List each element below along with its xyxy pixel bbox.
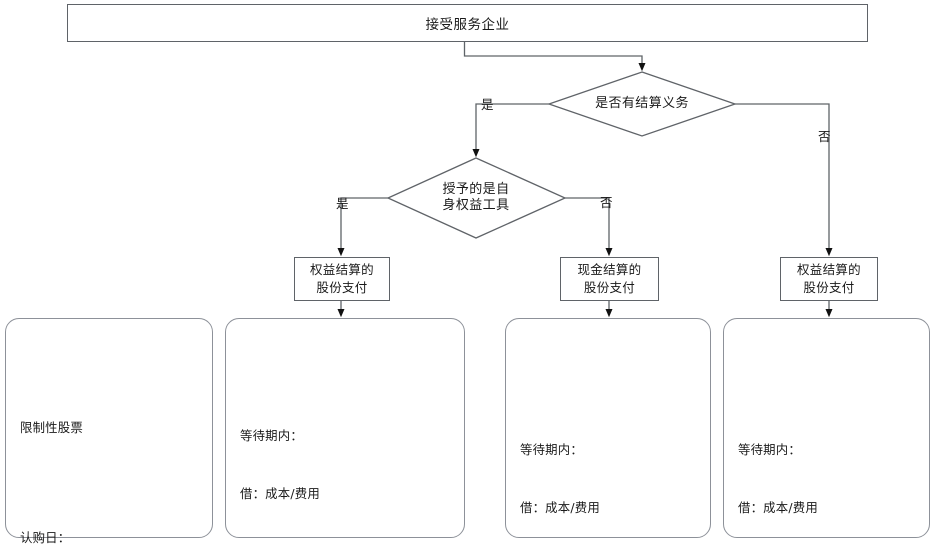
process-box-1-line2: 股份支付 xyxy=(316,280,368,295)
detail-box-equity-settled-no-obligation: 等待期内： 借：成本/费用 贷：资本公积-其他 行权日： 借：资本公积-其他资本… xyxy=(723,318,930,538)
edge-label-d1-no: 否 xyxy=(818,129,831,144)
process-box-equity-settled: 权益结算的 股份支付 xyxy=(294,257,390,301)
spacer xyxy=(20,476,212,490)
process-box-2-line2: 股份支付 xyxy=(583,280,636,295)
detail-box-3-section-1-title: 等待期内： xyxy=(520,441,583,457)
detail-box-cash-settled: 等待期内： 借：成本/费用 贷：应付职工薪酬 行权日： 借：应付职工薪酬 贷：银… xyxy=(505,318,711,538)
process-box-equity-settled-no-obligation: 权益结算的 股份支付 xyxy=(780,257,878,301)
edge-label-d2-no: 否 xyxy=(600,195,613,210)
detail-box-2-section-1-title: 等待期内： xyxy=(240,427,303,443)
edge-label-d2-yes: 是 xyxy=(336,196,349,211)
process-box-cash-settled: 现金结算的 股份支付 xyxy=(560,257,659,301)
detail-box-equity-settled-own-instrument: 等待期内： 借：成本/费用 贷:资本公积-其他资本公积 行权日： 借：银行存款 … xyxy=(225,318,465,544)
process-box-3-line1: 权益结算的 xyxy=(796,261,861,277)
top-process-box: 接受服务企业 xyxy=(67,4,868,42)
detail-box-restricted-stock: 限制性股票 认购日： 借：库存股 贷：其他应付款 解锁日： 借：其他应付款 贷：… xyxy=(5,318,213,544)
process-box-3-line2: 股份支付 xyxy=(803,280,855,295)
detail-box-1-section-1-title: 认购日： xyxy=(20,529,71,544)
detail-box-4-section-1-line-1: 借：成本/费用 xyxy=(738,499,818,515)
detail-box-4-section-1-title: 等待期内： xyxy=(738,441,801,457)
process-box-1-line1: 权益结算的 xyxy=(309,261,374,277)
process-box-2-line1: 现金结算的 xyxy=(577,261,642,277)
detail-box-2-section-1-line-1: 借：成本/费用 xyxy=(240,485,320,501)
edge-label-d1-yes: 是 xyxy=(481,97,494,112)
detail-box-1-heading: 限制性股票 xyxy=(20,419,83,435)
detail-box-3-section-1-line-1: 借：成本/费用 xyxy=(520,499,600,515)
top-process-label: 接受服务企业 xyxy=(425,17,510,33)
